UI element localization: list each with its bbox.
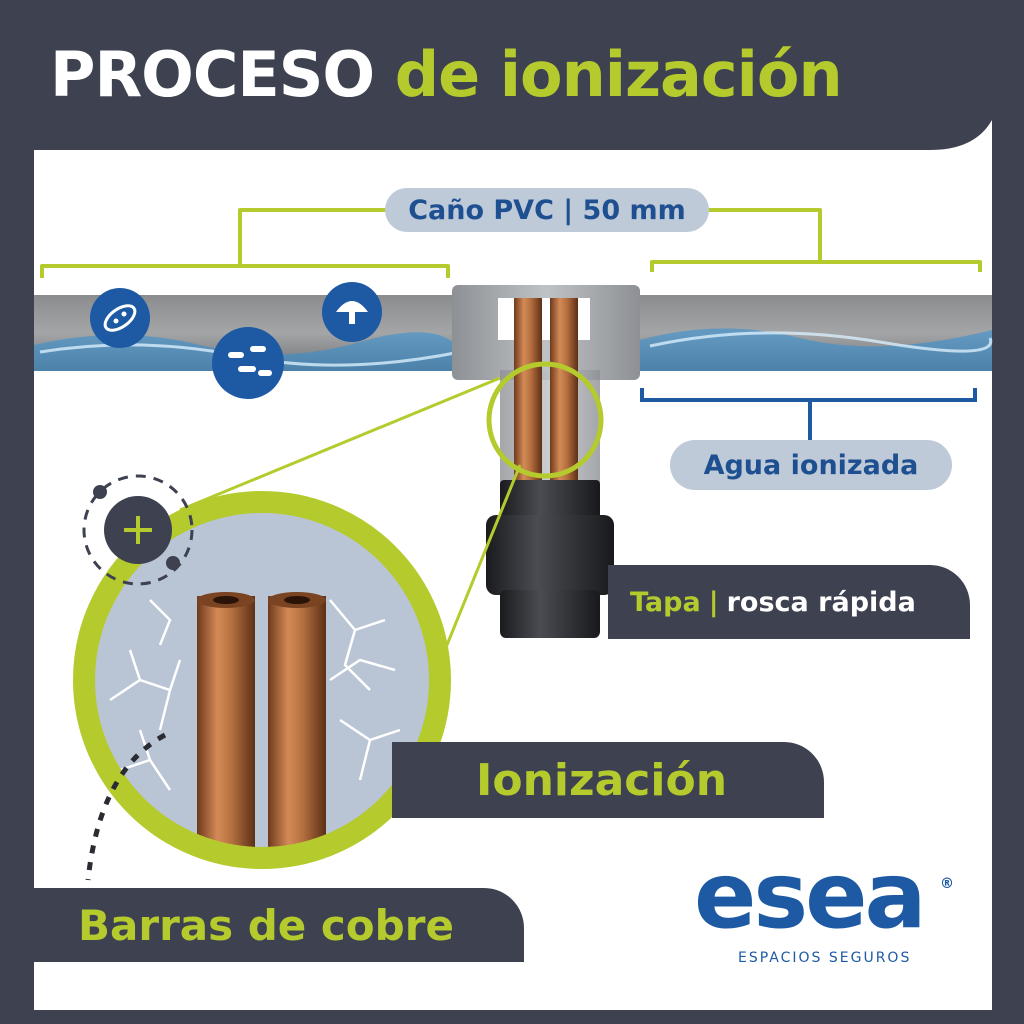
cap-label-bold: Tapa bbox=[630, 586, 701, 618]
dotted-connector bbox=[85, 732, 167, 881]
water-label: Agua ionizada bbox=[670, 440, 952, 490]
pipe-label: Caño PVC | 50 mm bbox=[385, 188, 709, 232]
bars-banner: Barras de cobre bbox=[34, 888, 524, 962]
water-label-text: Agua ionizada bbox=[703, 449, 919, 481]
brand-tagline: ESPACIOS SEGUROS bbox=[738, 950, 911, 966]
positive-ion-icon bbox=[82, 474, 194, 586]
copper-bar-left bbox=[514, 298, 542, 482]
registered-mark-text: ® bbox=[940, 876, 954, 892]
pipe-bracket bbox=[40, 208, 982, 278]
zoom-circle bbox=[73, 491, 451, 869]
brand-tagline-text: ESPACIOS SEGUROS bbox=[738, 950, 912, 966]
zoom-source-circle bbox=[486, 361, 604, 479]
cap-banner: Tapa | rosca rápida bbox=[608, 565, 970, 639]
germs-icon bbox=[212, 327, 284, 399]
page-title: PROCESO de ionización bbox=[50, 38, 843, 111]
ionization-banner: Ionización bbox=[392, 742, 824, 818]
registered-mark: ® bbox=[940, 876, 954, 892]
title-part-2: de ionización bbox=[394, 38, 843, 111]
brand-logo: esea bbox=[694, 850, 927, 942]
bacteria-icon bbox=[90, 288, 150, 348]
black-cap bbox=[486, 480, 614, 638]
title-part-1: PROCESO bbox=[50, 38, 375, 111]
water-bracket bbox=[640, 388, 977, 442]
cap-label-sep: | bbox=[708, 586, 719, 618]
ionization-label: Ionización bbox=[476, 754, 728, 806]
bars-label: Barras de cobre bbox=[78, 900, 454, 950]
pipe-label-text: Caño PVC | 50 mm bbox=[408, 194, 686, 226]
zoom-line-top bbox=[179, 376, 501, 512]
cap-label-rest: rosca rápida bbox=[726, 586, 916, 618]
copper-bar-right bbox=[550, 298, 578, 482]
fungus-icon bbox=[322, 282, 382, 342]
brand-logo-text: esea bbox=[694, 842, 927, 949]
